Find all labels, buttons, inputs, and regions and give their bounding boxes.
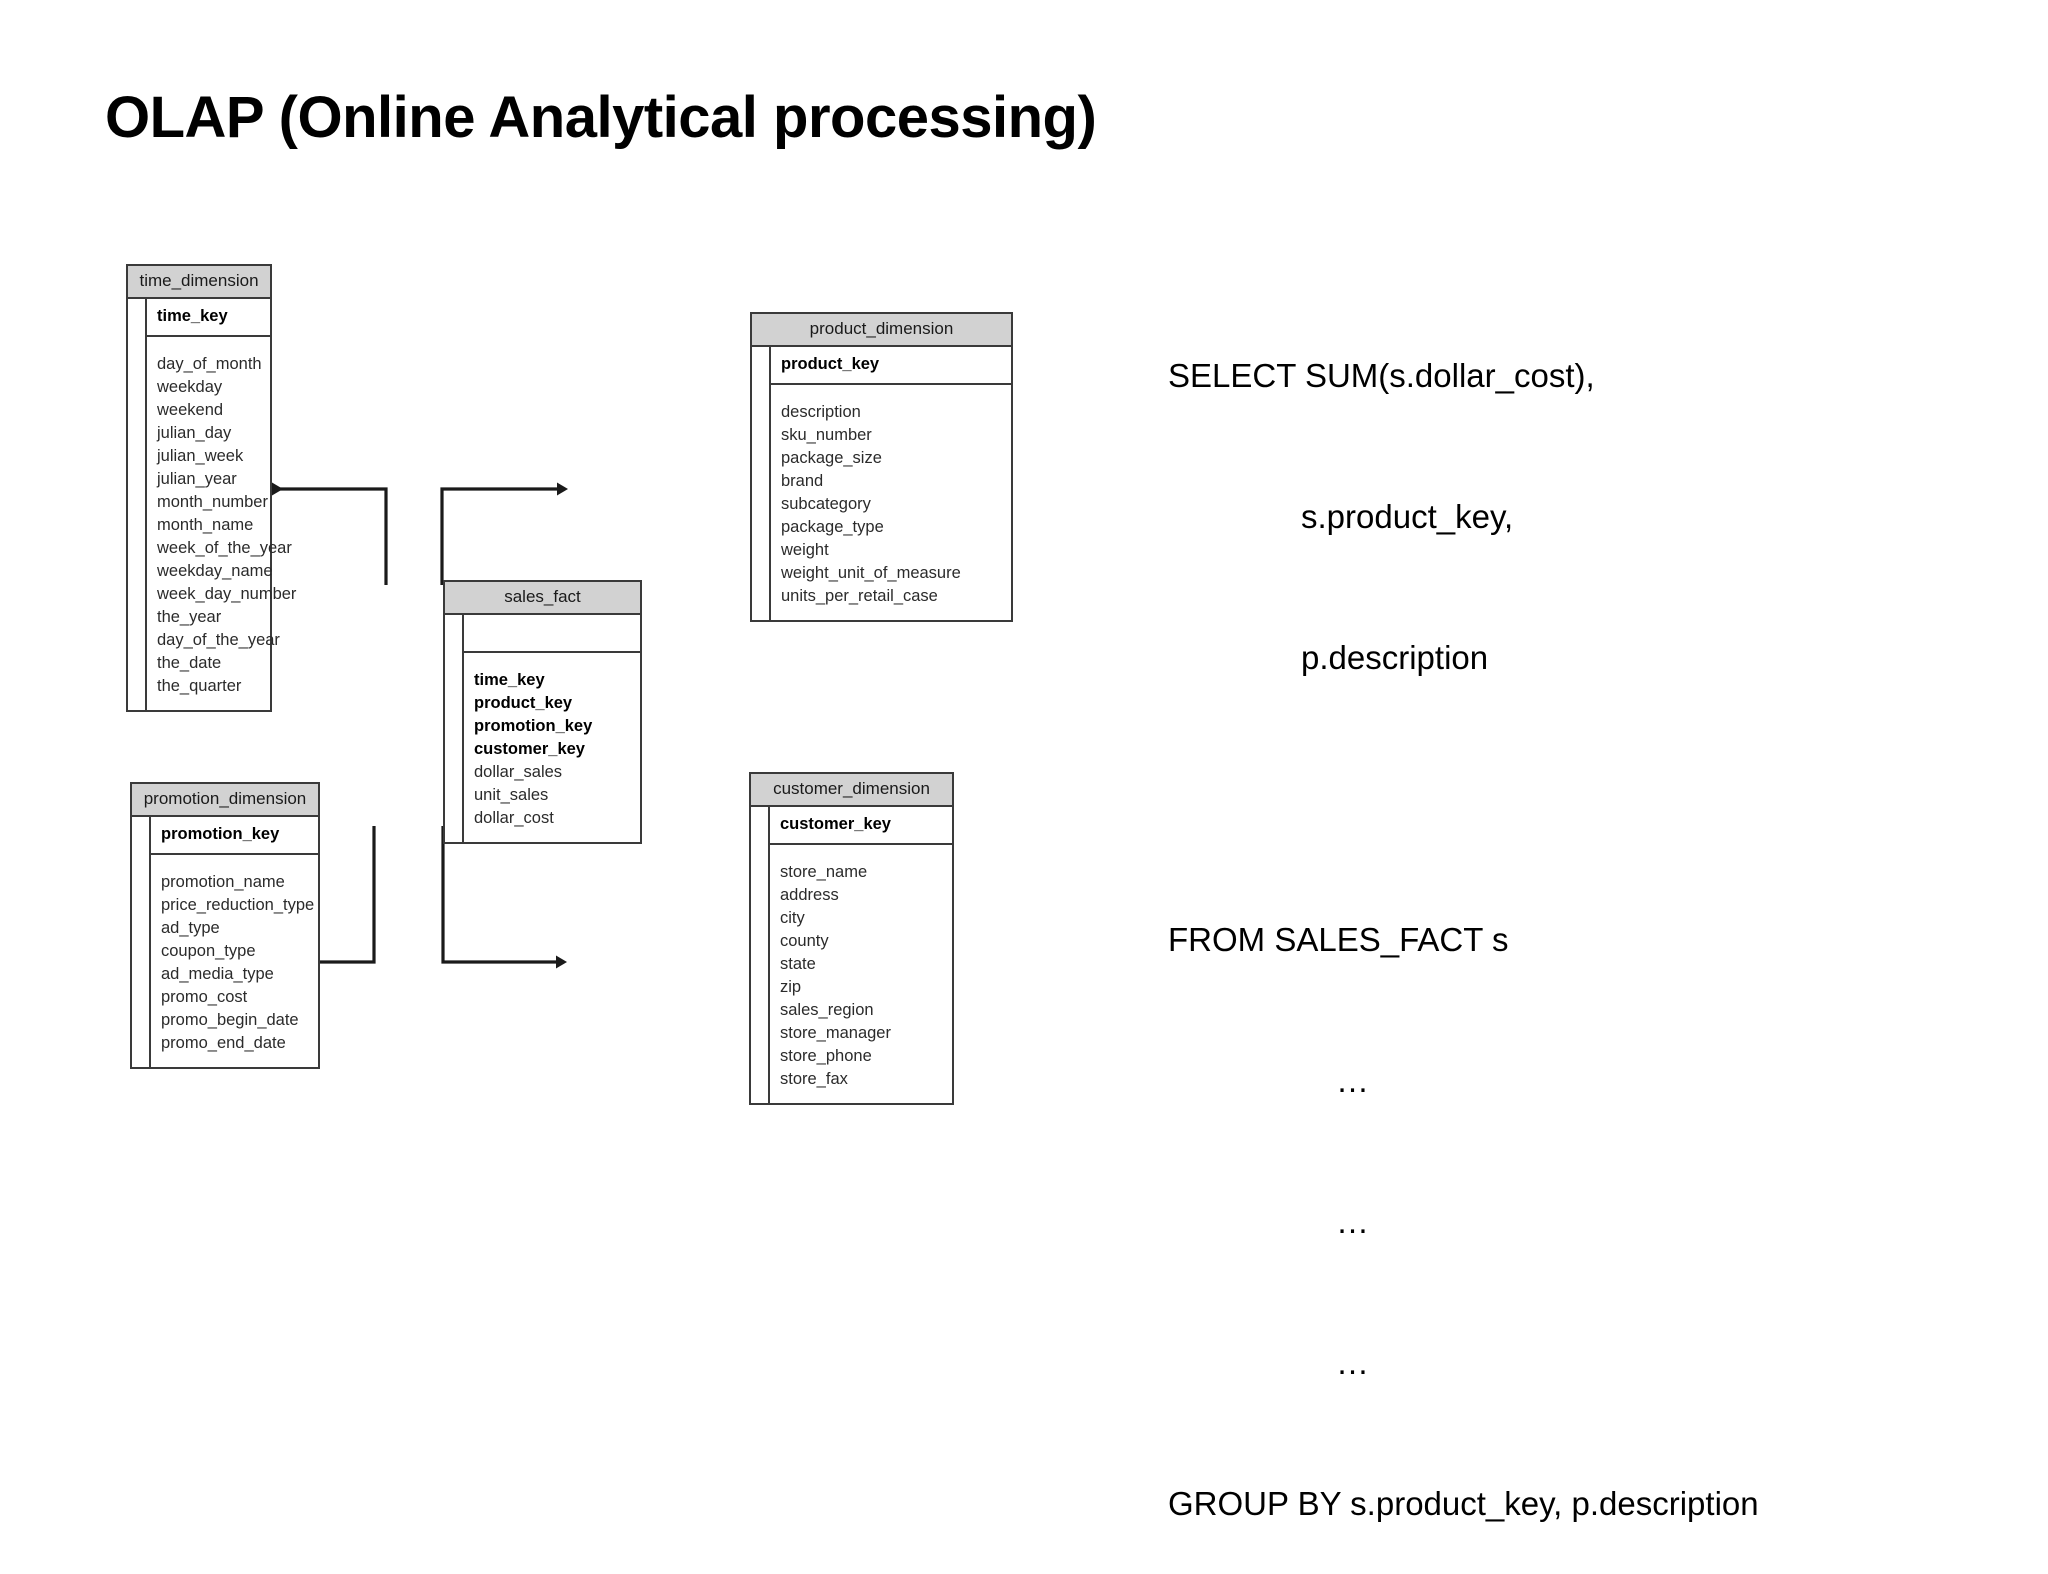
entity-title-promotion-dimension: promotion_dimension xyxy=(132,784,318,817)
sql-line-ellipsis-3: … xyxy=(1336,1344,1369,1381)
er-diagram: time_dimension time_key day_of_month wee… xyxy=(0,0,1100,1152)
field-day-of-month: day_of_month xyxy=(157,355,262,373)
field-julian-year: julian_year xyxy=(157,470,237,488)
field-sales-fact-pk-empty xyxy=(474,621,640,644)
sql-line-blank xyxy=(1168,775,1759,822)
sql-query-block: SELECT SUM(s.dollar_cost), s.product_key… xyxy=(1168,258,1759,1574)
field-package-type: package_type xyxy=(781,518,884,536)
field-sku-number: sku_number xyxy=(781,426,872,444)
attribute-section: time_key product_key promotion_key custo… xyxy=(464,653,640,842)
entity-sales-fact[interactable]: sales_fact time_key product_key promotio… xyxy=(443,580,642,844)
field-address: address xyxy=(780,886,839,904)
field-ad-media-type: ad_media_type xyxy=(161,965,274,983)
key-gutter xyxy=(445,615,464,842)
primary-key-section: product_key xyxy=(771,347,1011,385)
field-time-key: time_key xyxy=(157,307,228,325)
field-sales-region: sales_region xyxy=(780,1001,874,1019)
primary-key-section: customer_key xyxy=(770,807,952,845)
sql-line-ellipsis-2: … xyxy=(1336,1203,1369,1240)
field-dollar-sales: dollar_sales xyxy=(474,763,563,781)
field-promotion-key: promotion_key xyxy=(161,825,280,843)
field-units-per-retail-case: units_per_retail_case xyxy=(781,587,938,605)
field-weight-unit-of-measure: weight_unit_of_measure xyxy=(781,564,961,582)
field-unit-sales: unit_sales xyxy=(474,786,549,804)
field-county: county xyxy=(780,932,829,950)
field-customer-key: customer_key xyxy=(474,740,585,758)
field-promotion-name: promotion_name xyxy=(161,873,285,891)
entity-title-customer-dimension: customer_dimension xyxy=(751,774,952,807)
sql-line-description: p.description xyxy=(1301,639,1489,676)
primary-key-section: promotion_key xyxy=(151,817,318,855)
field-julian-week: julian_week xyxy=(157,447,244,465)
connector-sales-fact-to-product-dimension xyxy=(440,482,568,585)
connector-sales-fact-to-time-dimension xyxy=(272,482,388,585)
field-promo-end-date: promo_end_date xyxy=(161,1034,286,1052)
field-the-year: the_year xyxy=(157,608,222,626)
key-gutter xyxy=(752,347,771,620)
field-package-size: package_size xyxy=(781,449,882,467)
field-weekday: weekday xyxy=(157,378,223,396)
sql-line-select: SELECT SUM(s.dollar_cost), xyxy=(1168,357,1595,394)
field-the-quarter: the_quarter xyxy=(157,677,242,695)
entity-title-sales-fact: sales_fact xyxy=(445,582,640,615)
field-week-of-the-year: week_of_the_year xyxy=(157,539,292,557)
sql-line-from: FROM SALES_FACT s xyxy=(1168,921,1509,958)
entity-customer-dimension[interactable]: customer_dimension customer_key store_na… xyxy=(749,772,954,1105)
field-store-manager: store_manager xyxy=(780,1024,891,1042)
field-day-of-the-year: day_of_the_year xyxy=(157,631,280,649)
field-product-key: product_key xyxy=(781,355,880,373)
key-gutter xyxy=(128,299,147,710)
primary-key-section xyxy=(464,615,640,653)
field-brand: brand xyxy=(781,472,824,490)
key-gutter xyxy=(132,817,151,1067)
field-coupon-type: coupon_type xyxy=(161,942,256,960)
field-promotion-key: promotion_key xyxy=(474,717,593,735)
entity-title-time-dimension: time_dimension xyxy=(128,266,270,299)
entity-product-dimension[interactable]: product_dimension product_key descriptio… xyxy=(750,312,1013,622)
field-time-key: time_key xyxy=(474,671,545,689)
field-city: city xyxy=(780,909,805,927)
entity-title-product-dimension: product_dimension xyxy=(752,314,1011,347)
field-week-day-number: week_day_number xyxy=(157,585,297,603)
sql-line-product-key: s.product_key, xyxy=(1301,498,1514,535)
field-ad-type: ad_type xyxy=(161,919,220,937)
field-store-phone: store_phone xyxy=(780,1047,872,1065)
field-weekend: weekend xyxy=(157,401,224,419)
attribute-section: description sku_number package_size bran… xyxy=(771,385,1011,620)
field-promo-cost: promo_cost xyxy=(161,988,248,1006)
field-promo-begin-date: promo_begin_date xyxy=(161,1011,299,1029)
entity-promotion-dimension[interactable]: promotion_dimension promotion_key promot… xyxy=(130,782,320,1069)
field-price-reduction-type: price_reduction_type xyxy=(161,896,315,914)
field-description: description xyxy=(781,403,861,421)
key-gutter xyxy=(751,807,770,1103)
field-month-number: month_number xyxy=(157,493,268,511)
page-title: OLAP (Online Analytical processing) xyxy=(105,85,1097,150)
field-weekday-name: weekday_name xyxy=(157,562,273,580)
field-subcategory: subcategory xyxy=(781,495,871,513)
sql-line-group-by: GROUP BY s.product_key, p.description xyxy=(1168,1485,1759,1522)
field-store-fax: store_fax xyxy=(780,1070,848,1088)
sql-line-ellipsis-1: … xyxy=(1336,1062,1369,1099)
field-store-name: store_name xyxy=(780,863,868,881)
field-zip: zip xyxy=(780,978,802,996)
attribute-section: promotion_name price_reduction_type ad_t… xyxy=(151,855,318,1067)
field-month-name: month_name xyxy=(157,516,254,534)
field-customer-key: customer_key xyxy=(780,815,891,833)
field-julian-day: julian_day xyxy=(157,424,232,442)
primary-key-section: time_key xyxy=(147,299,270,337)
field-weight: weight xyxy=(781,541,829,559)
field-product-key: product_key xyxy=(474,694,573,712)
attribute-section: store_name address city county state zip… xyxy=(770,845,952,1103)
entity-time-dimension[interactable]: time_dimension time_key day_of_month wee… xyxy=(126,264,297,712)
field-the-date: the_date xyxy=(157,654,222,672)
attribute-section: day_of_month weekday weekend julian_day … xyxy=(147,337,297,710)
field-state: state xyxy=(780,955,816,973)
field-dollar-cost: dollar_cost xyxy=(474,809,554,827)
connector-sales-fact-to-customer-dimension xyxy=(441,826,567,969)
